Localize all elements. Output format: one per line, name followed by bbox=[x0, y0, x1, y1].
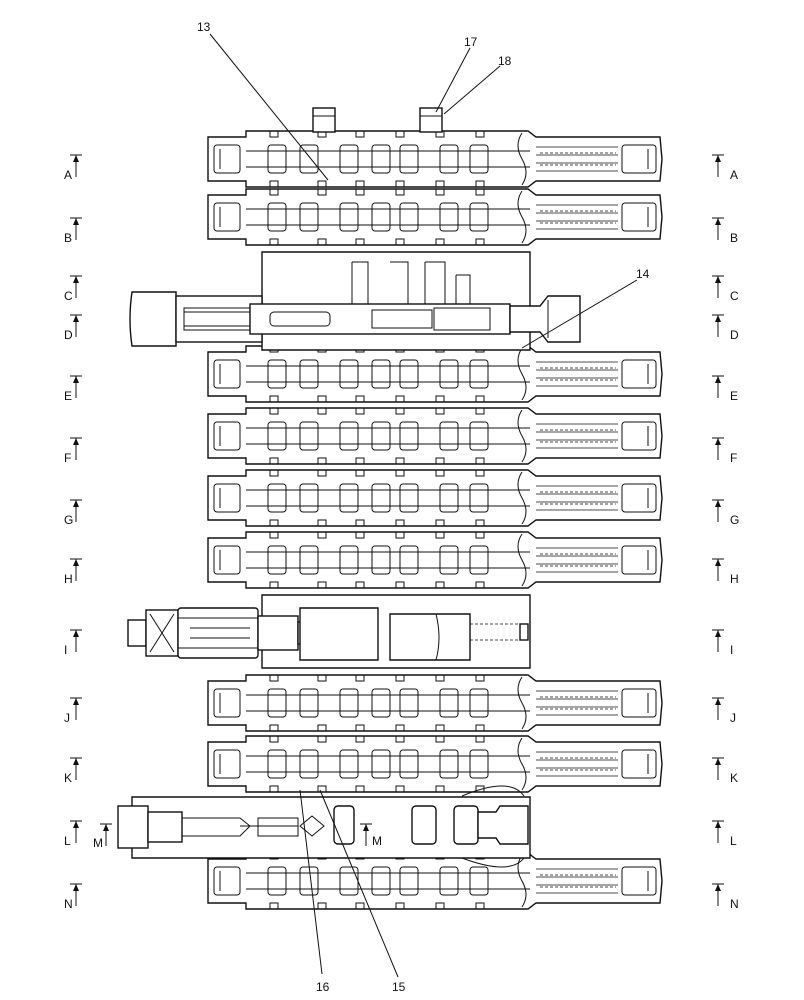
callout-label-14: 14 bbox=[636, 267, 650, 281]
spool-section bbox=[207, 130, 663, 188]
section-marker-m-center: M bbox=[360, 823, 382, 848]
spool-section bbox=[207, 188, 663, 246]
section-marker-right: I bbox=[712, 629, 733, 657]
section-marker-right: G bbox=[712, 499, 739, 527]
section-marker-label: B bbox=[64, 231, 72, 245]
section-marker-left: K bbox=[64, 757, 82, 785]
section-marker-left: I bbox=[64, 629, 82, 657]
section-marker-label: N bbox=[730, 897, 739, 911]
callout-18: 18 bbox=[443, 54, 512, 115]
section-marker-right: N bbox=[712, 883, 739, 911]
section-marker-label: D bbox=[64, 328, 73, 342]
section-marker-right: A bbox=[712, 154, 738, 182]
section-markers-right: A B C D E F G H I J K L N bbox=[712, 154, 739, 911]
section-marker-left: D bbox=[64, 314, 82, 342]
section-marker-label: K bbox=[64, 771, 72, 785]
spool-section bbox=[207, 469, 663, 527]
section-marker-label: G bbox=[64, 513, 73, 527]
section-marker-label: J bbox=[64, 711, 70, 725]
section-marker-left: N bbox=[64, 883, 82, 911]
section-marker-left: G bbox=[64, 499, 82, 527]
spool-section bbox=[207, 852, 663, 910]
spool-section bbox=[207, 345, 663, 403]
section-marker-right: J bbox=[712, 697, 736, 725]
callout-17: 17 bbox=[435, 35, 478, 113]
section-marker-label: I bbox=[730, 643, 733, 657]
section-marker-right: C bbox=[712, 275, 739, 303]
section-marker-label: C bbox=[730, 289, 739, 303]
section-marker-label: A bbox=[730, 168, 738, 182]
section-marker-label: D bbox=[730, 328, 739, 342]
boom-lock-section bbox=[117, 785, 529, 868]
spool-section bbox=[207, 531, 663, 589]
section-marker-label: H bbox=[730, 572, 739, 586]
callout-15: 15 bbox=[319, 789, 406, 994]
callout-label-18: 18 bbox=[498, 54, 512, 68]
travel-spool-section bbox=[129, 261, 581, 347]
section-marker-left: E bbox=[64, 375, 82, 403]
section-marker-label: N bbox=[64, 897, 73, 911]
section-marker-label: F bbox=[730, 451, 737, 465]
section-marker-label: E bbox=[730, 389, 738, 403]
section-marker-label: L bbox=[730, 834, 737, 848]
callout-label-15: 15 bbox=[392, 980, 406, 994]
callout-label-16: 16 bbox=[316, 980, 330, 994]
section-marker-label: B bbox=[730, 231, 738, 245]
callout-label-13: 13 bbox=[197, 20, 211, 34]
callout-13: 13 bbox=[197, 20, 329, 181]
section-marker-label: H bbox=[64, 572, 73, 586]
section-marker-label: L bbox=[64, 834, 71, 848]
section-marker-m-center-label: M bbox=[372, 834, 382, 848]
section-marker-label: I bbox=[64, 643, 67, 657]
spool-section bbox=[207, 735, 663, 793]
section-marker-right: H bbox=[712, 558, 739, 586]
section-marker-right: K bbox=[712, 757, 738, 785]
section-marker-left: H bbox=[64, 558, 82, 586]
section-marker-label: G bbox=[730, 513, 739, 527]
section-marker-right: B bbox=[712, 217, 738, 245]
section-marker-left: F bbox=[64, 437, 82, 465]
section-marker-right: F bbox=[712, 437, 737, 465]
straight-travel-section bbox=[127, 607, 529, 661]
spool-section bbox=[207, 674, 663, 732]
section-marker-right: L bbox=[712, 820, 737, 848]
section-marker-m-label: M bbox=[93, 836, 103, 850]
section-marker-left: C bbox=[64, 275, 82, 303]
callout-14: 14 bbox=[521, 267, 650, 349]
section-marker-right: E bbox=[712, 375, 738, 403]
section-marker-m-left: M bbox=[93, 823, 112, 850]
callout-label-17: 17 bbox=[464, 35, 478, 49]
section-marker-left: A bbox=[64, 154, 82, 182]
callout-16: 16 bbox=[299, 789, 330, 994]
section-marker-label: F bbox=[64, 451, 71, 465]
section-marker-label: K bbox=[730, 771, 738, 785]
section-marker-label: E bbox=[64, 389, 72, 403]
section-marker-label: J bbox=[730, 711, 736, 725]
spool-section bbox=[207, 407, 663, 465]
section-marker-label: A bbox=[64, 168, 72, 182]
section-marker-left: J bbox=[64, 697, 82, 725]
section-marker-left: L bbox=[64, 820, 82, 848]
section-markers-left: A B C D E F G H I J K L N bbox=[64, 154, 82, 911]
section-marker-left: B bbox=[64, 217, 82, 245]
spool-sections bbox=[207, 130, 663, 910]
section-marker-label: C bbox=[64, 289, 73, 303]
section-marker-right: D bbox=[712, 314, 739, 342]
